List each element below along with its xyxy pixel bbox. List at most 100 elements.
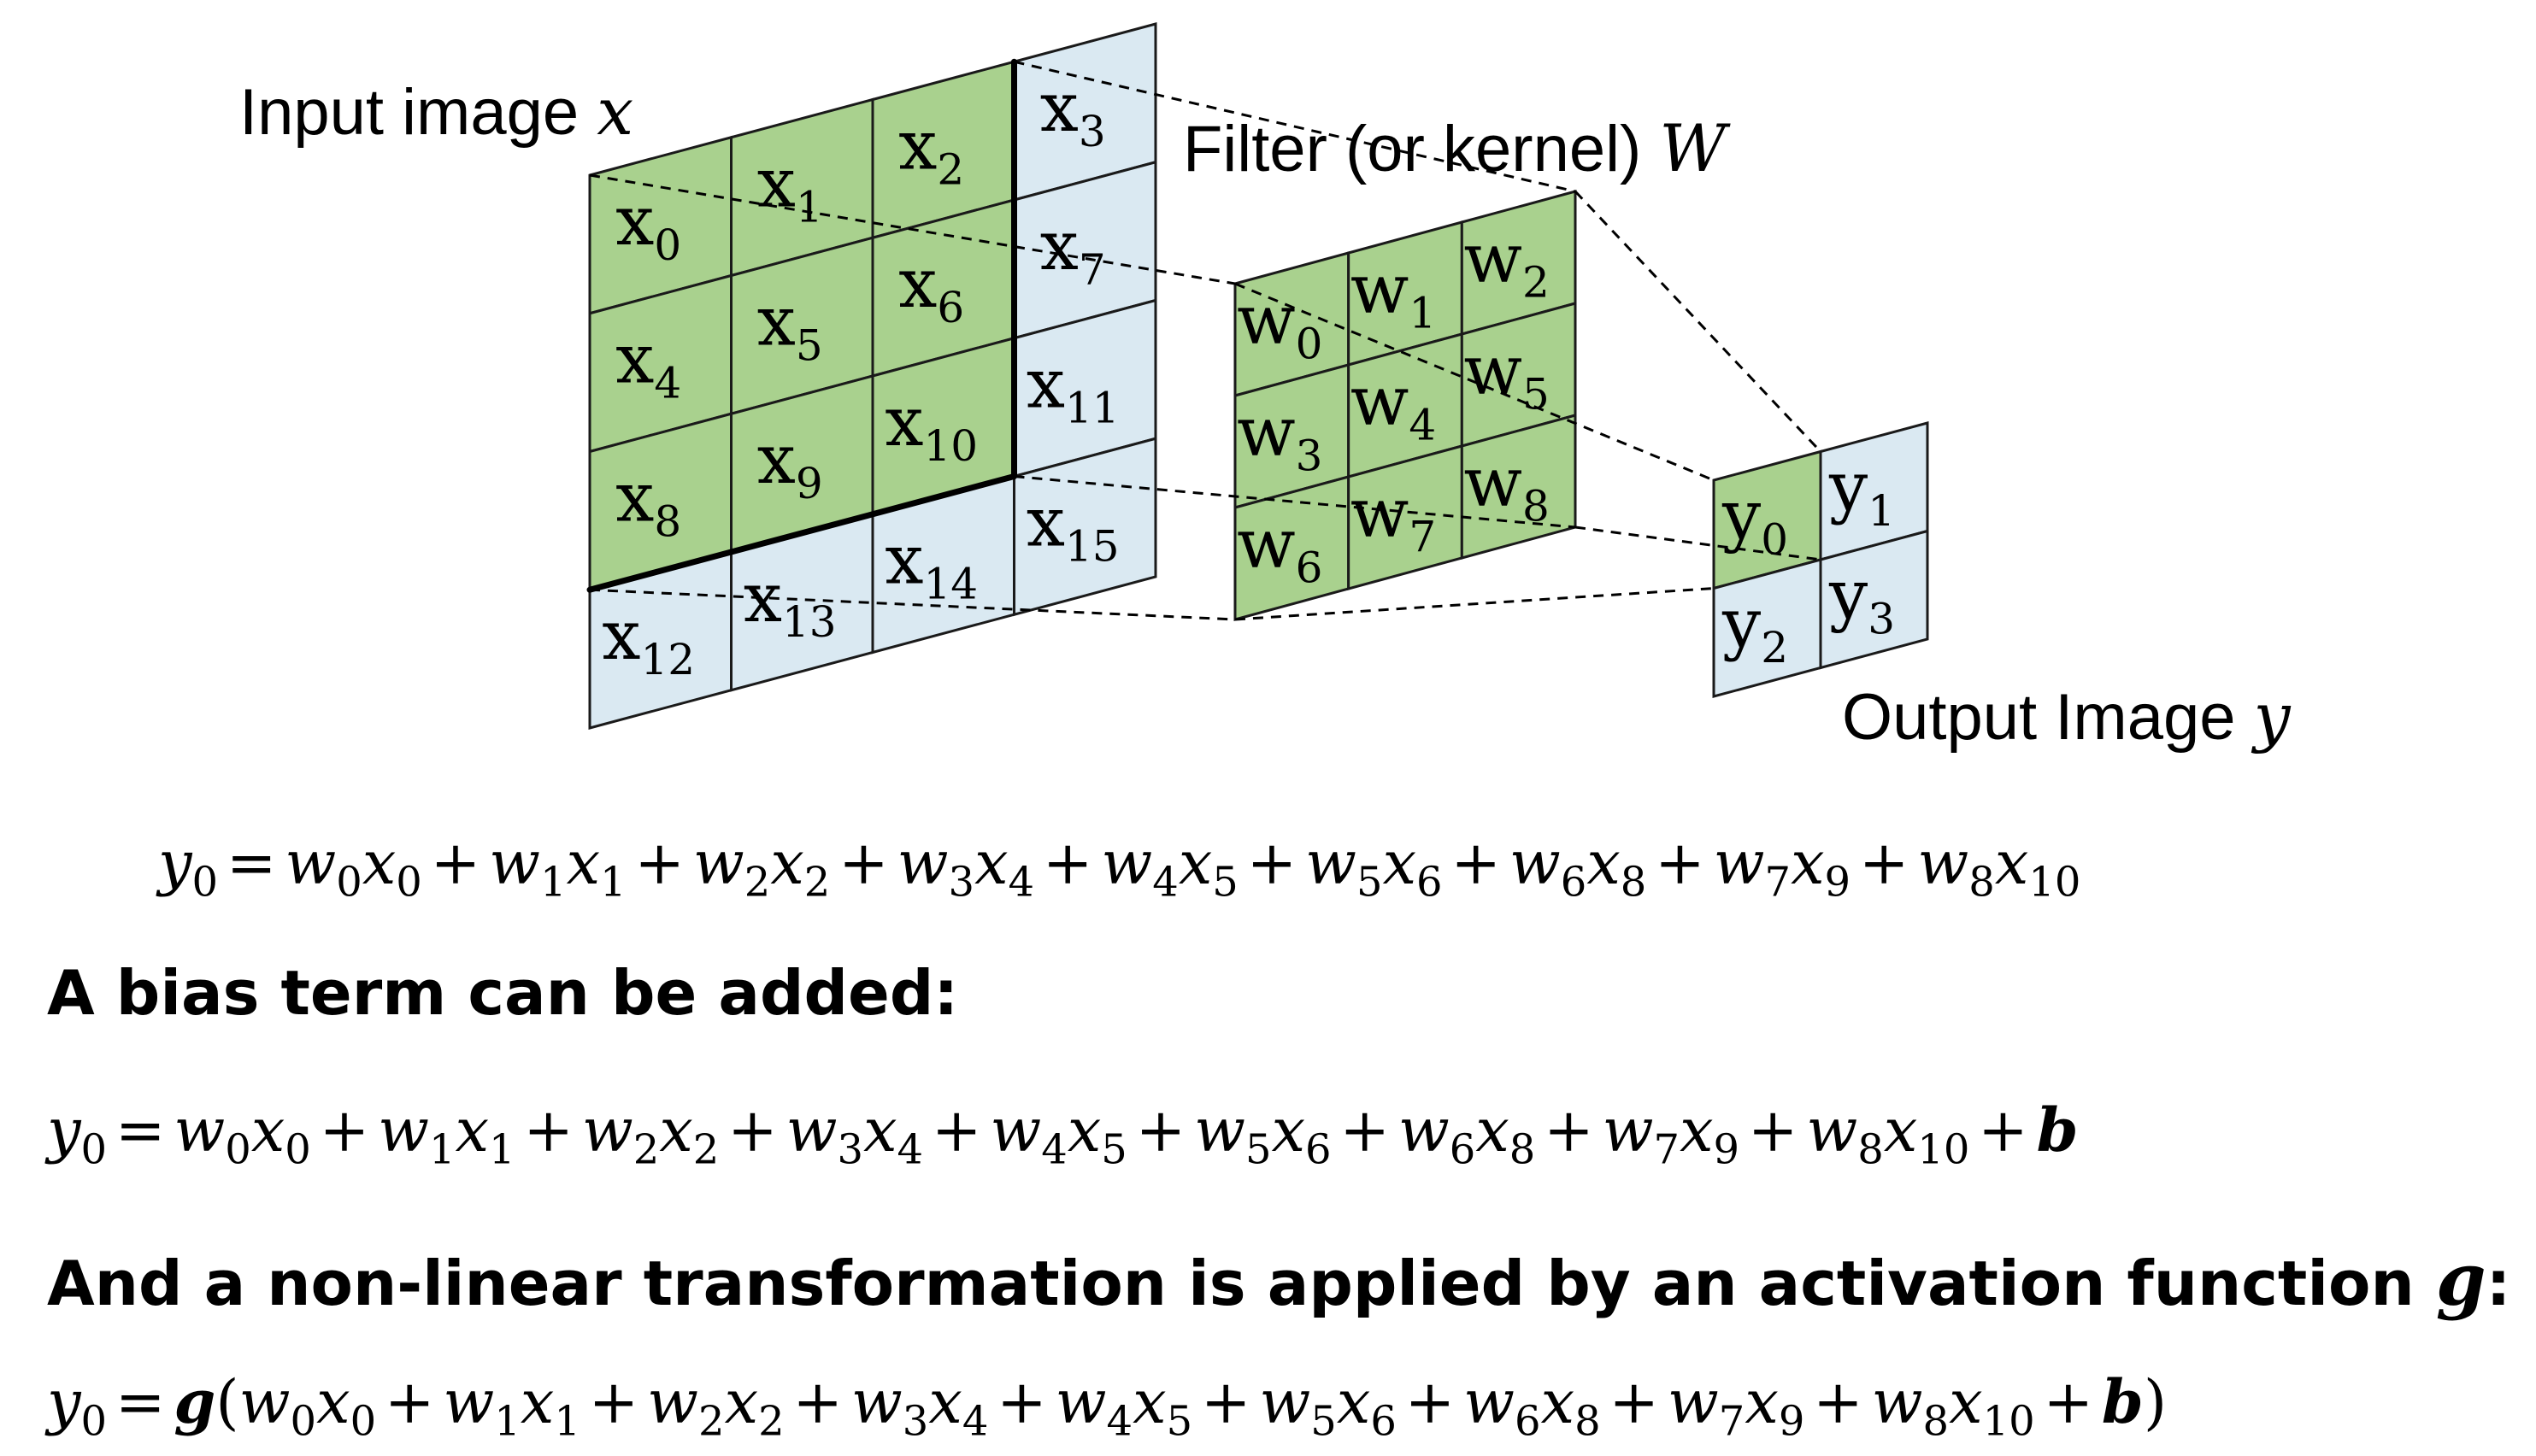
eq-input: x10 <box>1883 1095 1970 1174</box>
projection-line-input-filter <box>589 173 1236 285</box>
receptive-field-border <box>586 473 1017 593</box>
eq-weight: w5 <box>1259 1367 1337 1446</box>
eq-input: x8 <box>1540 1367 1601 1446</box>
cell-label-x14: x14 <box>885 520 978 609</box>
eq-input: x0 <box>250 1095 311 1174</box>
eq-weight: w0 <box>174 1095 251 1174</box>
bias-heading: A bias term can be added: <box>47 957 959 1029</box>
eq-plus: + <box>1135 1095 1186 1165</box>
input-image-label: Input image x <box>239 73 633 150</box>
eq-plus: + <box>931 1095 982 1165</box>
cell-label-x8: x8 <box>615 457 681 546</box>
eq-plus: + <box>1655 828 1705 898</box>
eq-input: x9 <box>1791 828 1851 907</box>
output-image-grid <box>1712 421 1929 698</box>
eq-lhs: y0 <box>158 828 219 907</box>
eq-weight: w5 <box>1194 1095 1272 1174</box>
eq-weight: w5 <box>1305 828 1383 907</box>
eq-weight: w8 <box>1806 1095 1884 1174</box>
equation-with-activation: y0=g(w0x0+w1x1+w2x2+w3x4+w4x5+w5x6+w6x8+… <box>47 1372 2536 1442</box>
eq-plus: + <box>588 1367 639 1437</box>
eq-input: x10 <box>1949 1367 2035 1446</box>
projection-line-input-filter <box>1014 475 1576 529</box>
eq-input: x4 <box>974 828 1035 907</box>
output-image-label: Output Image y <box>1842 678 2292 754</box>
eq-input: x9 <box>1680 1095 1740 1174</box>
eq-input: x1 <box>566 828 627 907</box>
eq-weight: w1 <box>443 1367 521 1446</box>
eq-weight: w7 <box>1713 828 1792 907</box>
activation-heading-var: g <box>2435 1237 2486 1322</box>
eq-weight: w3 <box>786 1095 864 1174</box>
cell-label-y3: y3 <box>1828 555 1895 644</box>
eq-equals: = <box>226 828 277 898</box>
eq-plus: + <box>1544 1095 1594 1165</box>
cell-label-x15: x15 <box>1027 482 1120 571</box>
eq-input: x6 <box>1382 828 1443 907</box>
cell-label-x7: x7 <box>1040 206 1106 295</box>
eq-weight: w4 <box>1055 1367 1133 1446</box>
eq-input: x2 <box>659 1095 720 1174</box>
cell-label-x9: x9 <box>757 420 823 508</box>
eq-input: x8 <box>1475 1095 1536 1174</box>
cell-label-x1: x1 <box>757 144 823 232</box>
eq-weight: w8 <box>1917 828 1995 907</box>
eq-plus: + <box>1450 828 1502 898</box>
projection-line-filter-output <box>1234 282 1715 482</box>
cell-label-x5: x5 <box>757 281 823 370</box>
cell-label-w2: w2 <box>1464 219 1550 308</box>
cell-labels: x0x1x2x3x4x5x6x7x8x9x10x11x12x13x14x15w0… <box>602 68 1895 684</box>
eq-weight: w2 <box>647 1367 725 1446</box>
cell-label-w3: w3 <box>1237 392 1322 481</box>
eq-weight: w6 <box>1397 1095 1476 1174</box>
eq-plus: + <box>1609 1367 1660 1437</box>
eq-weight: w6 <box>1509 828 1587 907</box>
eq-weight: w3 <box>897 828 975 907</box>
cell-label-w0: w0 <box>1237 280 1322 369</box>
eq-input: x10 <box>1994 828 2081 907</box>
eq-equals: = <box>115 1095 166 1165</box>
cell-label-w7: w7 <box>1350 473 1436 562</box>
eq-lhs: y0 <box>47 1367 108 1446</box>
cell-label-x3: x3 <box>1040 68 1106 156</box>
cell-label-w4: w4 <box>1350 361 1436 450</box>
eq-bias: b <box>2101 1366 2144 1437</box>
eq-equals: = <box>115 1367 166 1437</box>
eq-plus: + <box>792 1367 844 1437</box>
cell-label-x10: x10 <box>885 382 978 471</box>
eq-input: x9 <box>1745 1367 1805 1446</box>
projection-line-filter-output <box>1574 525 1821 561</box>
eq-input: x1 <box>455 1095 515 1174</box>
cell-label-x2: x2 <box>898 105 964 194</box>
projection-line-filter-output <box>1234 587 1715 621</box>
eq-weight: w0 <box>238 1367 317 1446</box>
eq-weight: w7 <box>1602 1095 1680 1174</box>
eq-weight: w7 <box>1667 1367 1745 1446</box>
eq-plus: + <box>1246 828 1297 898</box>
cell-label-w1: w1 <box>1350 250 1436 338</box>
cell-label-x6: x6 <box>898 244 964 332</box>
eq-plus: + <box>1404 1367 1456 1437</box>
cell-label-x12: x12 <box>602 596 695 684</box>
eq-weight: w1 <box>489 828 567 907</box>
cell-label-x11: x11 <box>1027 344 1120 433</box>
cell-label-w6: w6 <box>1237 504 1322 593</box>
filter-kernel-grid <box>1233 190 1577 621</box>
eq-input: x4 <box>863 1095 924 1174</box>
cell-y3 <box>1819 529 1929 670</box>
eq-input: x1 <box>520 1367 580 1446</box>
eq-plus: + <box>838 828 889 898</box>
eq-close-paren: ) <box>2143 1367 2168 1437</box>
cell-label-y1: y1 <box>1828 447 1895 536</box>
eq-input: x2 <box>724 1367 785 1446</box>
projection-line-input-filter <box>1014 60 1576 193</box>
eq-input: x6 <box>1336 1367 1397 1446</box>
eq-plus: + <box>2043 1367 2094 1437</box>
eq-input: x0 <box>316 1367 377 1446</box>
eq-plus: + <box>1978 1095 2028 1165</box>
eq-input: x4 <box>928 1367 989 1446</box>
eq-bias: b <box>2036 1095 2079 1165</box>
eq-plus: + <box>1813 1367 1863 1437</box>
filter-label: Filter (or kernel) W <box>1183 110 1731 186</box>
eq-input: x6 <box>1271 1095 1332 1174</box>
